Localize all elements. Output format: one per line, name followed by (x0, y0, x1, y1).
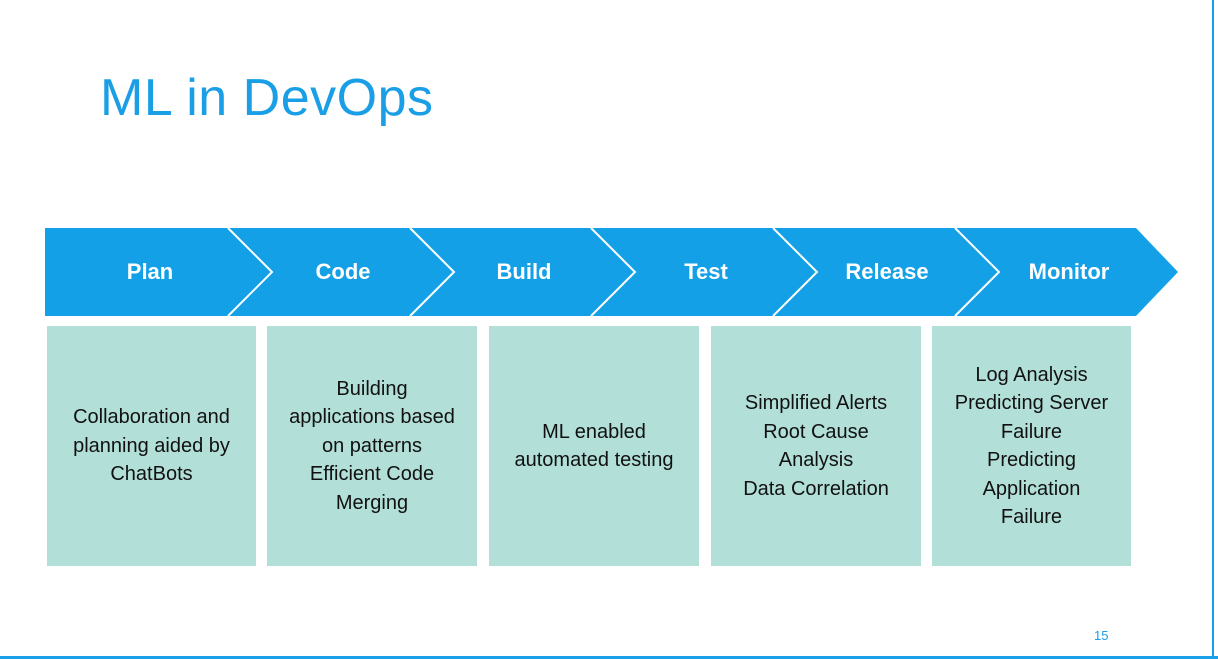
box-text-line: Building (336, 377, 408, 400)
box-text-line: Failure (1000, 506, 1063, 528)
stage-code: Code (315, 259, 371, 284)
box-text-line: Simplified Alerts (744, 392, 888, 414)
box-text-line: ChatBots (110, 463, 193, 486)
box-text-line: Application (982, 477, 1081, 500)
chevron-divider (227, 227, 274, 317)
box-text-line: Collaboration and (73, 406, 230, 429)
box-text-line: Predicting Server (954, 392, 1109, 414)
box-text-line: planning aided by (73, 434, 230, 457)
box-text-line: ML enabled (542, 420, 646, 443)
box-text-line: Root Cause (763, 420, 869, 443)
chevron-divider (409, 227, 456, 317)
box-text-line: Data Correlation (743, 477, 889, 500)
box-text-line: Efficient Code (309, 463, 435, 486)
chevron-divider (590, 227, 637, 317)
box-text-line: on patterns (321, 434, 423, 457)
slide-border-bottom (0, 656, 1218, 659)
box-text-line: Failure (1000, 420, 1063, 443)
stage-test: Test (684, 259, 728, 284)
stage-monitor: Monitor (1028, 259, 1110, 284)
box-build: ML enabled automated testing (489, 326, 699, 566)
box-text-line: automated testing (514, 449, 674, 471)
chevron-divider (772, 227, 819, 317)
box-text-line: Analysis (778, 449, 854, 471)
box-text-line: Predicting (987, 449, 1076, 471)
chevron-divider (954, 227, 1001, 317)
stage-release: Release (845, 259, 929, 284)
stage-build: Build (496, 259, 552, 284)
slide-title: ML in DevOps (100, 69, 434, 127)
box-text-line: applications based (289, 406, 455, 429)
slide-border-right (1212, 0, 1214, 659)
stage-plan: Plan (126, 259, 174, 284)
chevron-bar-background (45, 228, 1178, 316)
box-text-line: Log Analysis (975, 363, 1088, 386)
box-plan: Collaboration and planning aided by ChatBo… (47, 326, 256, 566)
box-text-line: Merging (335, 491, 409, 514)
page-number: 15 (1094, 628, 1109, 643)
